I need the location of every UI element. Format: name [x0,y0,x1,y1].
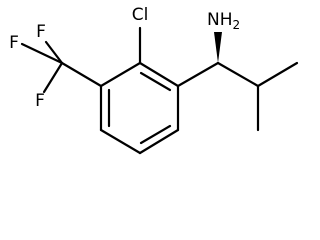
bond-chiral-isopropyl [216,61,260,88]
ring-double-bond-inner-2 [139,124,172,145]
ring-bond-c3-c4 [138,128,180,155]
molecule-drawing: Cl F F F NH2 [9,5,299,155]
amine-h-count: 2 [233,18,241,32]
fluorine-bottom-label: F [35,91,45,111]
bond-cf-top [44,40,64,65]
bond-isopropyl-methyl-up [256,61,299,88]
fluorine-top-label: F [36,22,46,42]
fluorine-left-label: F [9,33,19,53]
wedge-bond-amine [214,32,222,63]
bond-ring-cf3 [60,61,103,88]
amine-n: N [207,10,220,30]
amine-h: H [220,10,233,30]
bond-ring-chiral-carbon [176,61,220,88]
bond-cf-left [20,42,64,65]
ring-double-bond-inner-1 [139,71,172,92]
benzene-ring [99,61,180,155]
structure-diagram: Cl F F F NH2 [9,5,299,155]
ring-bond-c1-c2 [138,61,180,88]
amine-label: NH2 [207,10,240,32]
ring-bond-c4-c5 [99,128,142,155]
ring-bond-c6-c1 [99,61,142,88]
bond-cf-bottom [42,61,64,94]
chlorine-label: Cl [132,5,149,25]
